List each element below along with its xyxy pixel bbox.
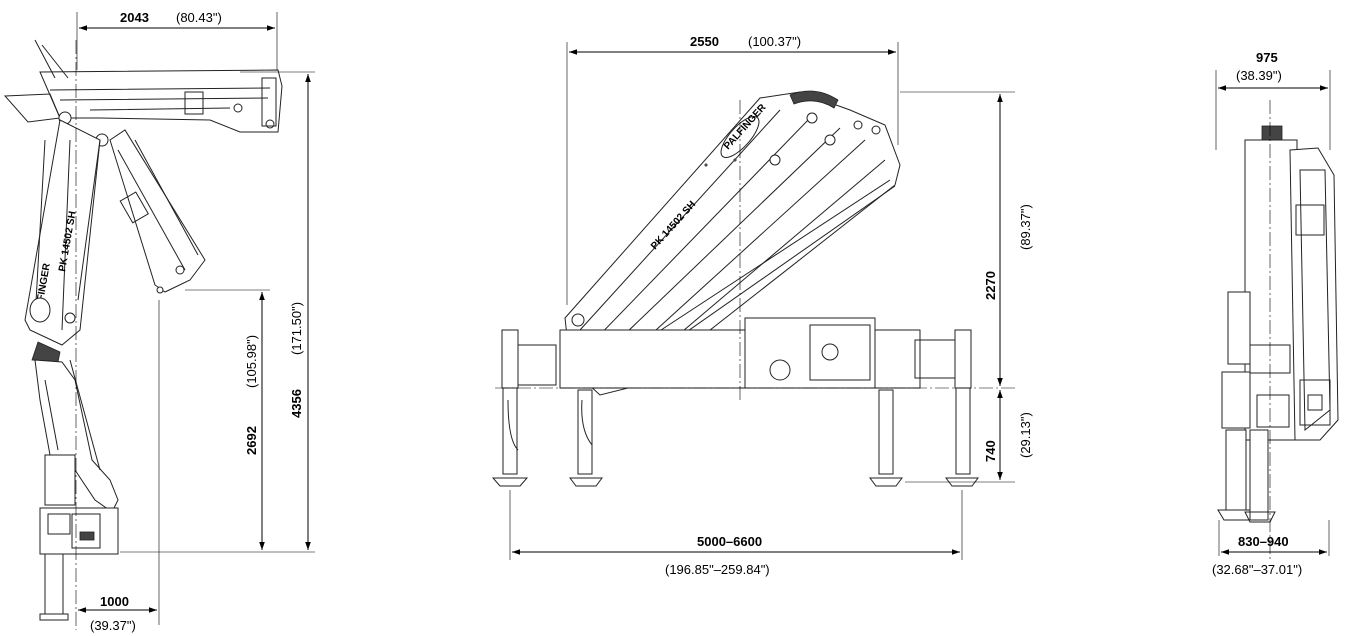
dim-740-inch: (29.13") [1018,412,1033,458]
dim-1000-inch: (39.37") [90,618,136,633]
dim-2550-inch: (100.37") [748,34,801,49]
dim-1000-mm: 1000 [100,594,129,609]
dim-4356-inch: (171.50") [289,302,304,355]
dim-740-mm: 740 [983,440,998,462]
dim-outrigger-mm: 5000–6600 [697,534,762,549]
dim-2270-inch: (89.37") [1018,204,1033,250]
dim-2270-mm: 2270 [983,271,998,300]
dim-2692-inch: (105.98") [244,335,259,388]
front-view: 2550 (100.37") PALFINGER PK 14502 SH [491,34,1033,577]
dim-outrigger-inch: (196.85"–259.84") [665,562,770,577]
dim-830-mm: 830–940 [1238,534,1289,549]
dim-2043-mm: 2043 [120,10,149,25]
dim-975-inch: (38.39") [1236,68,1282,83]
end-view: 975 (38.39") 830–940 (32.68"–37.01") [1212,50,1339,577]
dim-830-inch: (32.68"–37.01") [1212,562,1302,577]
dim-2692-mm: 2692 [244,426,259,455]
dim-975-mm: 975 [1256,50,1278,65]
dim-4356-mm: 4356 [289,389,304,418]
dim-2043-inch: (80.43") [176,10,222,25]
side-view: 2043 (80.43") PALFINGER PK 14502 SH [3,10,315,633]
dim-2550-mm: 2550 [690,34,719,49]
